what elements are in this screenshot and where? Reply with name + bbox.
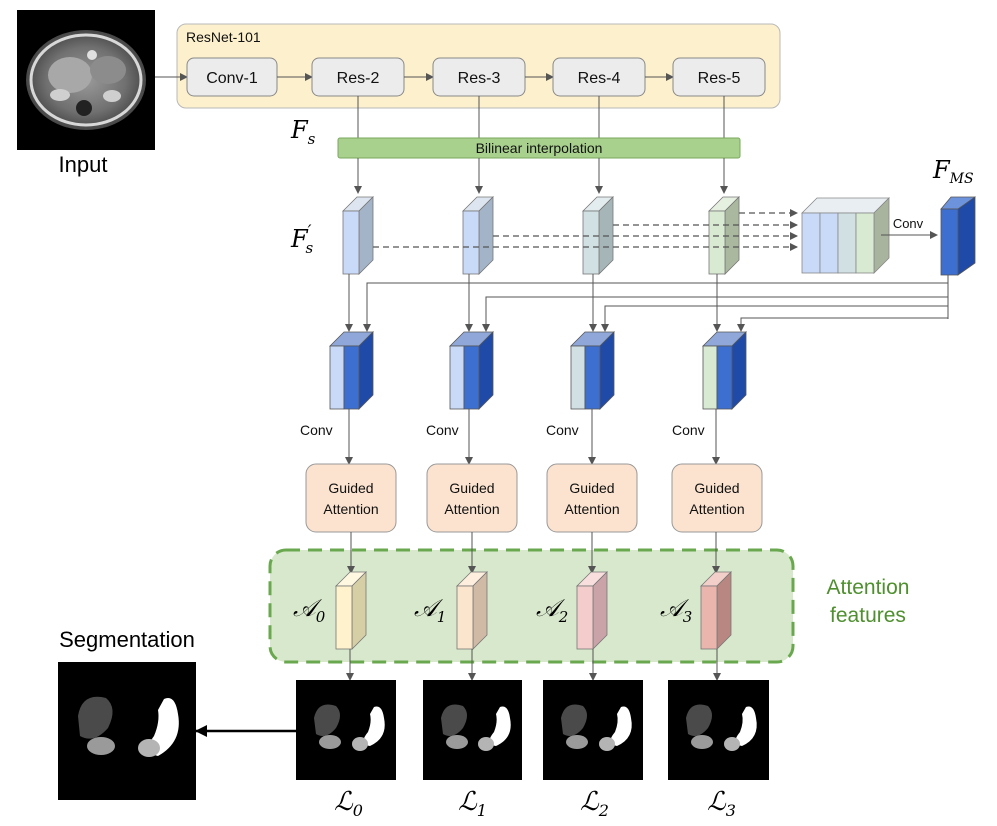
- concat-block-3: [702, 331, 747, 410]
- attention-region-label-line2: features: [830, 604, 906, 627]
- bilinear-interpolation-bar: Bilinear interpolation: [337, 137, 741, 159]
- attention-region-label-line1: Attention: [827, 576, 910, 599]
- fms-distribution-lines: [363, 275, 949, 332]
- guided-attention-box-3: Guided Attention: [671, 463, 763, 533]
- backbone-block-res-3: Res-3: [432, 57, 526, 97]
- branch-conv-label-0: Conv: [300, 422, 333, 438]
- loss-label-3: ℒ3: [707, 787, 736, 820]
- loss-label-0: ℒ0: [334, 787, 363, 820]
- output-mask-2: [543, 680, 643, 780]
- loss-label-2: ℒ2: [580, 787, 609, 820]
- backbone-block-conv-1: Conv-1: [186, 57, 278, 97]
- backbone-block-label: Conv-1: [206, 70, 258, 87]
- loss-label-1: ℒ1: [458, 787, 487, 820]
- fms-block: [940, 196, 976, 276]
- attention-label-2: 𝒜2: [536, 594, 568, 626]
- branch-conv-label-3: Conv: [672, 422, 705, 438]
- svg-text:Attention: Attention: [564, 501, 619, 517]
- concat-block-1: [449, 331, 494, 410]
- backbone-block-label: Res-2: [337, 70, 380, 87]
- backbone-title: ResNet-101: [186, 29, 261, 45]
- concat-stack: [801, 197, 890, 274]
- attention-block-0: [335, 571, 367, 650]
- backbone-block-res-4: Res-4: [552, 57, 646, 97]
- guided-attention-box-0: Guided Attention: [305, 463, 397, 533]
- fs-prime-block-1: [462, 196, 494, 275]
- backbone-block-label: Res-5: [698, 70, 741, 87]
- svg-text:Guided: Guided: [449, 480, 494, 496]
- fs-prime-block-0: [342, 196, 374, 275]
- backbone-block-res-2: Res-2: [311, 57, 405, 97]
- fs-prime-block-3: [708, 196, 740, 275]
- attention-features-region: [268, 548, 795, 664]
- output-mask-1: [423, 680, 522, 780]
- svg-text:Attention: Attention: [444, 501, 499, 517]
- output-mask-0: [296, 680, 396, 780]
- conv-label: Conv: [893, 216, 924, 231]
- dashed-connections: [373, 209, 798, 251]
- branch-conv-label-2: Conv: [546, 422, 579, 438]
- bilinear-label: Bilinear interpolation: [476, 140, 603, 156]
- attention-block-3: [700, 571, 732, 650]
- concat-block-0: [329, 331, 374, 410]
- branch-conv-label-1: Conv: [426, 422, 459, 438]
- attention-block-1: [456, 571, 488, 650]
- fs-label: Fs: [290, 116, 316, 148]
- segmentation-label: Segmentation: [59, 627, 195, 652]
- fs-prime-label: F′s: [290, 222, 314, 257]
- attention-block-2: [576, 571, 608, 650]
- guided-attention-box-2: Guided Attention: [546, 463, 638, 533]
- svg-text:Guided: Guided: [569, 480, 614, 496]
- input-label: Input: [59, 152, 108, 177]
- backbone-block-label: Res-3: [458, 70, 501, 87]
- svg-text:Guided: Guided: [328, 480, 373, 496]
- svg-text:Guided: Guided: [694, 480, 739, 496]
- svg-text:Attention: Attention: [689, 501, 744, 517]
- output-mask-3: [668, 680, 769, 780]
- fms-label: FMS: [932, 156, 974, 187]
- concat-block-2: [570, 331, 615, 410]
- input-image: [17, 10, 155, 150]
- backbone-block-label: Res-4: [578, 70, 621, 87]
- backbone-block-res-5: Res-5: [672, 57, 766, 97]
- svg-text:Attention: Attention: [323, 501, 378, 517]
- guided-attention-box-1: Guided Attention: [426, 463, 518, 533]
- segmentation-image: [58, 662, 196, 800]
